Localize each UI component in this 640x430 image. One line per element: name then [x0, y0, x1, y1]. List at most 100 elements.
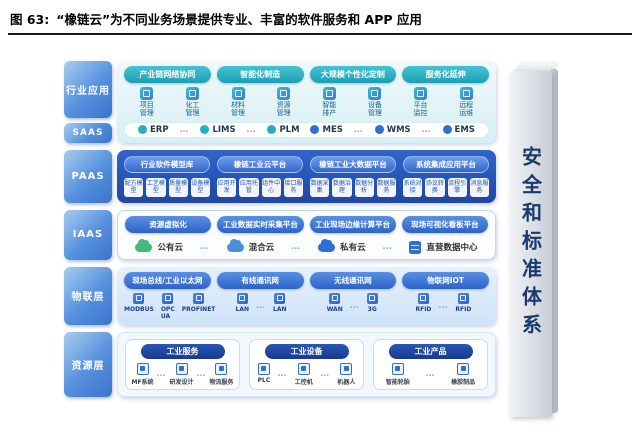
ellipsis: …: [156, 369, 167, 380]
platform-sub: 数据分析: [354, 177, 374, 197]
pillar-side-face: [551, 69, 558, 413]
platform-sub: 消息服务: [469, 177, 489, 197]
platform-sub: 数据采集: [310, 177, 330, 197]
ellipsis: …: [438, 301, 449, 312]
robot-icon: [340, 362, 353, 375]
figure-number: 图 63:: [10, 12, 50, 27]
cloud-hybrid: 混合云: [226, 238, 274, 253]
pillar-front-face: 安全和标准体系: [510, 71, 552, 417]
pill-visual-dashboard: 现场可视化看板平台: [401, 215, 488, 233]
saas-item-ems: EMS: [442, 125, 475, 135]
app-item: 设备管理: [357, 87, 393, 118]
app-item: 化工管理: [174, 87, 210, 118]
iot-panel: 现场总线/工业以太网 有线通讯网 无线通讯网 物联网IOT MODBUS OPC…: [117, 266, 496, 325]
ellipsis: …: [382, 242, 393, 253]
protocol-item: OPC UA: [161, 292, 175, 320]
resource-management-icon: [277, 87, 291, 100]
pill-intelligent-manufacturing: 智能化制造: [216, 66, 304, 83]
mf-system-icon: [136, 362, 149, 375]
platform-sub: 应用托管: [239, 177, 259, 197]
industrial-services-group: 工业服务 MF系统 … 研发设计 … 物流服务: [125, 338, 240, 390]
wms-icon: [374, 125, 384, 135]
saas-strip: ERP … LIMS … PLM MES … WMS … EMS: [124, 121, 489, 138]
group-title: 工业产品: [388, 343, 473, 359]
security-pillar: 安全和标准体系: [508, 61, 562, 421]
wired-group: LAN … LAN: [215, 292, 306, 320]
group-title: 工业设备: [264, 343, 349, 359]
cloud-private: 私有云: [318, 238, 366, 253]
ellipsis: …: [425, 369, 436, 380]
app-pill-row: 产业链网络协同 智能化制造 大规模个性化定制 服务化延伸: [124, 66, 489, 83]
iot-pill-row: 现场总线/工业以太网 有线通讯网 无线通讯网 物联网IOT: [124, 271, 489, 289]
ellipsis: …: [199, 242, 210, 253]
remote-ops-icon: [459, 87, 473, 100]
pill-wireless-network: 无线通讯网: [309, 271, 397, 289]
ellipsis: …: [421, 124, 432, 135]
ellipsis: …: [349, 301, 360, 312]
platform-sub: 数据治理: [332, 177, 352, 197]
protocol-item: RFID: [455, 292, 471, 313]
wireless-group: WAN … 3G: [307, 292, 398, 320]
profinet-icon: [193, 292, 205, 304]
figure-caption: 图 63: “橡链云”为不同业务场景提供专业、丰富的软件服务和 APP 应用: [0, 0, 640, 28]
plm-icon: [267, 125, 277, 135]
datacenter-icon: [409, 240, 422, 254]
layer-label-resources: 资源层: [64, 331, 112, 397]
group-items: 智能轮胎 … 橡胶制品: [378, 362, 483, 386]
private-cloud-icon: [318, 238, 336, 252]
rfid-icon: [417, 292, 429, 304]
platform-monitoring-icon: [414, 87, 428, 100]
hybrid-cloud-icon: [226, 238, 244, 252]
app-item: 资源管理: [266, 87, 302, 118]
platform-industrial-cloud: 橡链工业云平台 应用开发 应用托管 组件中心 接口服务: [217, 155, 303, 197]
protocol-item: MODBUS: [124, 292, 154, 313]
architecture-diagram: 行业应用 SAAS 产业链网络协同 智能化制造 大规模个性化定制 服务化延伸 项…: [0, 35, 640, 421]
pill-mass-customization: 大规模个性化定制: [309, 66, 397, 83]
platform-sub: 流程引擎: [447, 177, 467, 197]
smart-tire-icon: [391, 362, 404, 375]
platform-title: 橡链工业大数据平台: [310, 155, 396, 173]
pill-service-extension: 服务化延伸: [402, 66, 489, 83]
resource-item: MF系统: [131, 362, 154, 386]
group-items: MF系统 … 研发设计 … 物流服务: [130, 362, 235, 386]
ellipsis: …: [320, 369, 331, 380]
protocol-item: LAN: [273, 292, 287, 313]
mes-icon: [310, 125, 320, 135]
saas-item-mes: MES: [310, 125, 343, 135]
pill-realtime-data-collection: 工业数据实时采集平台: [217, 215, 304, 233]
title-divider: [8, 33, 632, 35]
app-item: 材料管理: [220, 87, 256, 118]
rfid-icon: [457, 292, 469, 304]
figure-title: “橡链云”为不同业务场景提供专业、丰富的软件服务和 APP 应用: [56, 12, 422, 27]
layer-label-iaas: IAAS: [64, 209, 112, 260]
saas-item-plm: PLM: [267, 125, 300, 135]
app-item: 远程运维: [448, 87, 484, 118]
resource-item: 机器人: [337, 362, 355, 386]
iaas-pill-row: 资源虚拟化 工业数据实时采集平台 工业现场边缘计算平台 现场可视化看板平台: [125, 215, 488, 233]
ellipsis: …: [246, 124, 257, 135]
pill-iot-network: 物联网IOT: [402, 271, 489, 289]
public-cloud-icon: [135, 238, 153, 252]
platform-sub: 配方模型: [124, 177, 144, 197]
rd-design-icon: [175, 362, 188, 375]
erp-icon: [138, 125, 147, 135]
app-saas-label-column: 行业应用 SAAS: [64, 61, 112, 143]
layer-label-industry-app: 行业应用: [64, 61, 112, 118]
project-management-icon: [140, 87, 154, 100]
saas-item-erp: ERP: [138, 125, 169, 135]
saas-item-wms: WMS: [374, 125, 411, 135]
app-item: 项目管理: [129, 87, 165, 118]
equipment-management-icon: [368, 87, 382, 100]
opcua-icon: [162, 292, 174, 304]
industrial-equipment-group: 工业设备 PLC … 工控机 … 机器人: [249, 338, 364, 390]
layer-label-paas: PAAS: [64, 149, 112, 203]
wan-icon: [329, 292, 341, 304]
3g-icon: [366, 292, 378, 304]
modbus-icon: [133, 292, 145, 304]
app-item: 平台监控: [403, 87, 439, 118]
resource-panel: 工业服务 MF系统 … 研发设计 … 物流服务 工业设备 PLC: [117, 331, 496, 397]
ellipsis: …: [277, 369, 288, 380]
resource-item: 橡胶制品: [451, 362, 475, 386]
protocol-item: PROFINET: [182, 292, 215, 313]
paas-panel: 行业软件模型库 配方模型 工艺模型 质量模型 设备模型 橡链工业云平台 应用开发…: [117, 149, 496, 203]
